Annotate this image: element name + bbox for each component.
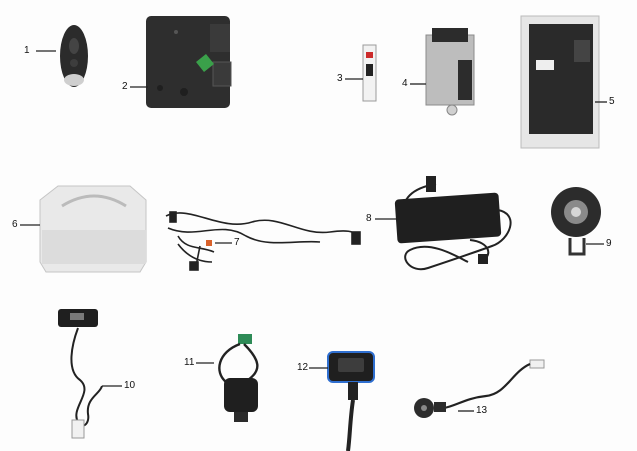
relay-module-icon [410, 28, 475, 116]
callout-number-12: 12 [297, 362, 309, 373]
battery-box-icon [20, 185, 147, 273]
callout-number-1: 1 [24, 45, 30, 56]
control-box-icon [130, 16, 232, 108]
callout-number-5: 5 [609, 96, 615, 107]
callout-number-4: 4 [402, 78, 408, 89]
callout-number-8: 8 [366, 213, 372, 224]
horn-icon [551, 187, 604, 256]
charging-socket-icon [309, 351, 375, 451]
battery-charger-icon [375, 176, 512, 271]
wiring-harness-icon [165, 211, 361, 271]
callout-number-11: 11 [184, 357, 195, 368]
callout-number-10: 10 [124, 380, 136, 391]
callout-number-9: 9 [606, 238, 612, 249]
callout-number-2: 2 [122, 81, 128, 92]
remote-key-fob-icon [36, 25, 88, 87]
circuit-breaker-icon [345, 44, 377, 102]
callout-number-7: 7 [234, 237, 240, 248]
callout-number-6: 6 [12, 219, 18, 230]
sensor-cable-icon [58, 309, 122, 439]
callout-number-3: 3 [337, 73, 343, 84]
callout-number-13: 13 [476, 405, 488, 416]
motor-controller-icon [520, 15, 607, 149]
speed-sensor-icon [414, 359, 545, 418]
connector-cable-icon [196, 334, 259, 422]
